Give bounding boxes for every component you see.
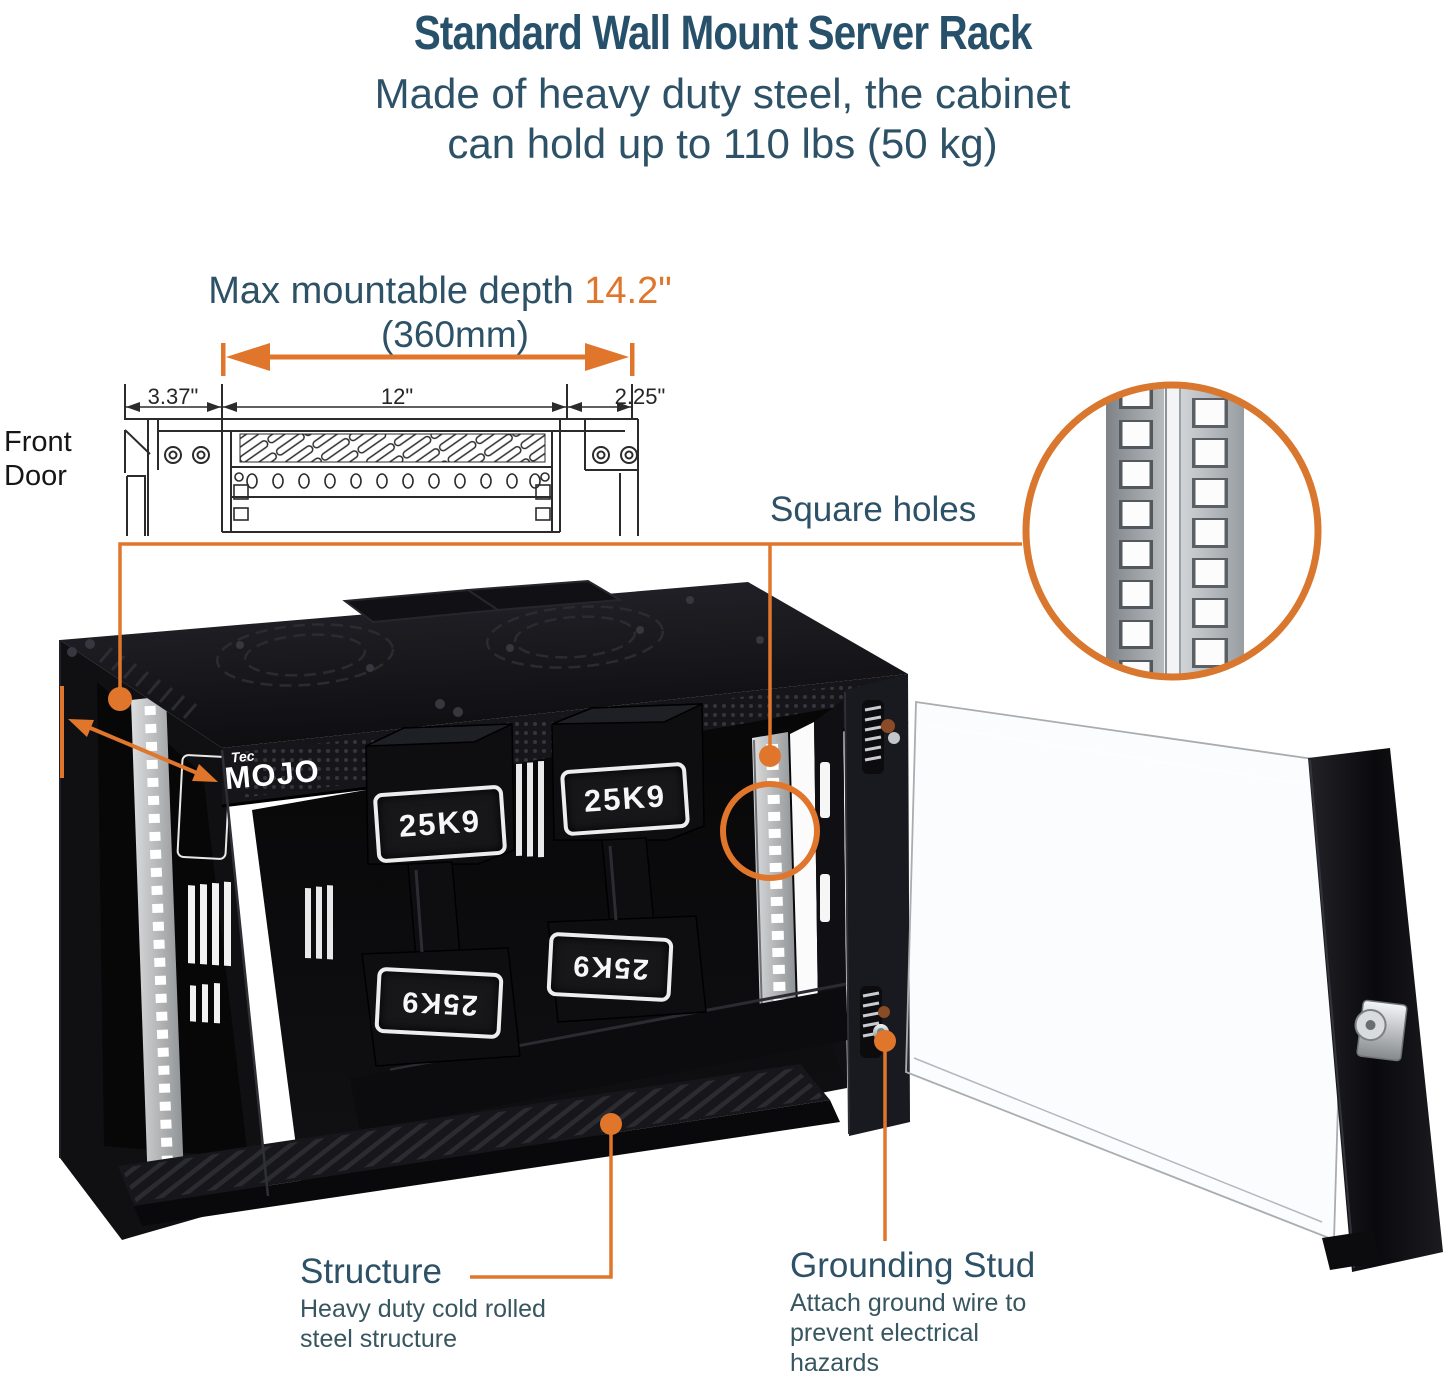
square-holes-ring	[720, 781, 820, 881]
subtitle-line-2: can hold up to 110 lbs (50 kg)	[447, 120, 998, 167]
dim-rail-section: 12"	[380, 384, 414, 409]
subtitle-line-1: Made of heavy duty steel, the cabinet	[374, 70, 1071, 117]
glass-panel	[905, 700, 1349, 1242]
dim-front-section: 3.37"	[147, 384, 199, 409]
depth-dimension-label: Max mountable depth 14.2"	[0, 270, 880, 313]
annotations	[60, 343, 1022, 1279]
depth-value-inches: 14.2"	[584, 270, 672, 312]
page-title: Standard Wall Mount Server Rack	[413, 7, 1033, 60]
grounding-stud-label: Grounding Stud	[790, 1246, 1036, 1285]
front-door-label: Front Door	[4, 426, 72, 492]
door-lock	[1354, 999, 1408, 1062]
depth-label-text: Max mountable depth	[208, 270, 585, 312]
dimension-drawing	[124, 384, 639, 536]
weight-plate-label-bottom-left: 25K9	[374, 966, 504, 1040]
rack-top-panel	[60, 582, 908, 748]
fan-cutouts	[215, 605, 665, 687]
front-door-callout-dot	[108, 687, 132, 711]
structure-description: Heavy duty cold rolled steel structure	[300, 1295, 546, 1353]
brand-logo: Tec MOJO	[222, 744, 322, 796]
weight-plate-label-top-right: 25K9	[559, 761, 691, 837]
square-holes-callout-dot	[759, 745, 781, 767]
server-rack-illustration	[59, 579, 910, 1240]
glass-door-illustration	[905, 700, 1443, 1272]
grounding-stud-description: Attach ground wire to prevent electrical…	[790, 1289, 1027, 1375]
dim-rear-section: 2.25"	[614, 384, 666, 409]
depth-value-metric: (360mm)	[380, 314, 530, 355]
front-right-rack-rail	[752, 732, 796, 1016]
top-hinge-spring	[862, 700, 900, 774]
square-holes-label: Square holes	[770, 490, 977, 529]
square-holes-magnifier	[1022, 381, 1322, 681]
structure-label: Structure	[300, 1252, 442, 1291]
weight-plate-label-top-left: 25K9	[372, 784, 508, 864]
weight-plate-label-bottom-right: 25K9	[546, 931, 674, 1003]
depth-dimension-arrow	[221, 343, 635, 376]
magnifier-ring	[1022, 381, 1322, 681]
brand-name: MOJO	[223, 752, 322, 796]
